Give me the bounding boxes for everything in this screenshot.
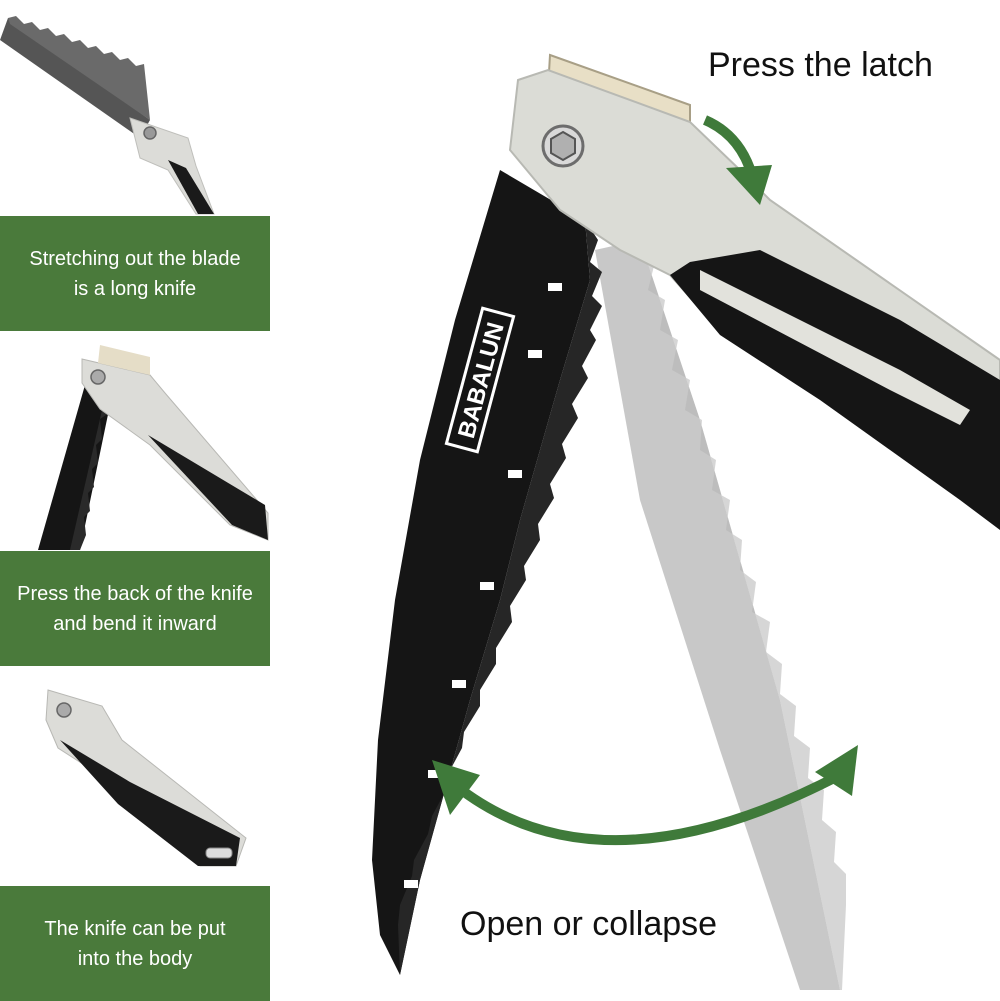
handle-grip-highlight (700, 270, 970, 425)
handle-grip (670, 250, 1000, 530)
label-open-collapse: Open or collapse (460, 905, 717, 944)
swing-arrow-head-right (815, 745, 858, 796)
caption-text-2: Press the back of the knife and bend it … (17, 582, 253, 635)
caption-panel-1: Stretching out the blade is a long knife (0, 216, 270, 331)
blade-notch (452, 680, 466, 688)
blade-notch (428, 770, 442, 778)
blade-notch (480, 582, 494, 590)
blade-notch (508, 470, 522, 478)
caption-text-3: The knife can be put into the body (44, 917, 226, 970)
main-saw-illustration: BABALUN (372, 53, 1000, 990)
caption-panel-3: The knife can be put into the body (0, 886, 270, 1001)
main-blade (372, 170, 590, 975)
thumbnail-folded-saw (45, 689, 247, 867)
blade-notch (548, 283, 562, 291)
blade-notch (404, 880, 418, 888)
caption-text-1: Stretching out the blade is a long knife (29, 247, 241, 300)
bolt-head (550, 130, 576, 162)
swing-arrow (451, 770, 843, 846)
thumbnail-open-saw (0, 16, 215, 215)
blade-notch (528, 350, 542, 358)
caption-panel-2: Press the back of the knife and bend it … (0, 551, 270, 666)
ghost-blade-teeth (640, 240, 846, 990)
label-press-latch: Press the latch (708, 46, 933, 85)
thumbnail-bend-saw (38, 345, 269, 550)
swing-arrow-head-left (432, 760, 480, 815)
latch-arrow-head (726, 165, 772, 205)
label-press-latch-text: Press the latch (708, 46, 933, 84)
label-open-collapse-text: Open or collapse (460, 905, 718, 943)
